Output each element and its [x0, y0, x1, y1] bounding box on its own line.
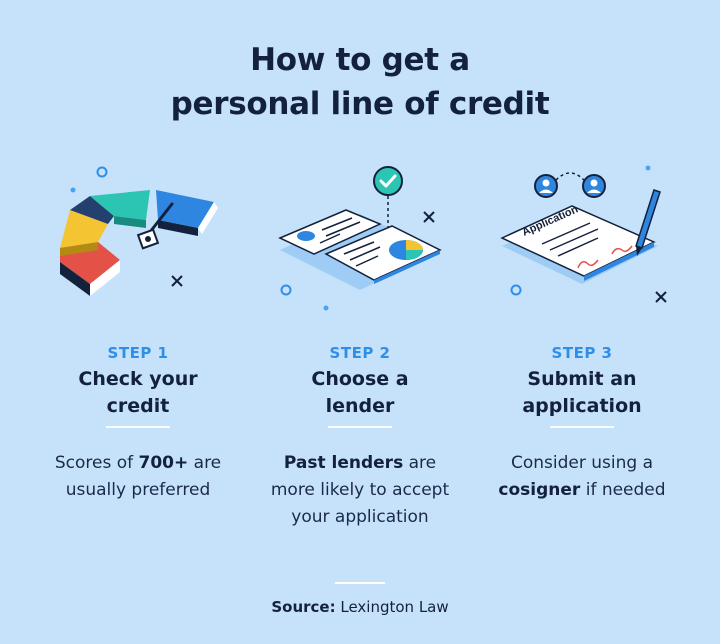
step-1-underline: [106, 426, 170, 428]
decorative-circle: [96, 166, 108, 178]
step-1-title: Check your credit: [78, 368, 198, 417]
step-3-title: Submit an application: [522, 368, 642, 417]
lender-documents-icon: [278, 166, 442, 311]
application-form-icon: Application: [500, 165, 667, 303]
step-2-label: STEP 2: [329, 344, 391, 362]
decorative-x: [423, 211, 435, 223]
step-2-underline: [328, 426, 392, 428]
title-line-2: personal line of credit: [170, 86, 550, 122]
step-3-column: Application STEP 3 Submit an application…: [462, 0, 702, 644]
step-1-column: STEP 1 Check your credit Scores of 700+ …: [18, 0, 258, 644]
title-line-1: How to get a: [250, 42, 470, 78]
step-2-column: STEP 2 Choose a lender Past lenders are …: [240, 0, 480, 644]
step-3-label: STEP 3: [551, 344, 613, 362]
check-badge-icon: [373, 166, 403, 230]
gauge-needle: [136, 202, 174, 250]
decorative-circle: [280, 284, 292, 296]
step-3-underline: [550, 426, 614, 428]
user-icon: [534, 174, 558, 198]
cosigner-icon: [582, 174, 606, 198]
source-credit: Source: Lexington Law: [0, 598, 720, 616]
decorative-x: [655, 291, 667, 303]
decorative-circle: [510, 284, 522, 296]
gauge-segments: [60, 190, 218, 296]
application-document: Application: [500, 203, 656, 281]
step-1-description: Scores of 700+ are usually preferred: [54, 453, 222, 500]
decorative-dot: [645, 165, 651, 171]
pen-icon: [635, 189, 661, 256]
decorative-dot: [323, 305, 329, 311]
decorative-x: [171, 275, 183, 287]
source-value: Lexington Law: [335, 598, 449, 616]
step-2-description: Past lenders are more likely to accept y…: [270, 453, 450, 527]
page-title: How to get a personal line of credit: [0, 38, 720, 126]
step-1-label: STEP 1: [107, 344, 169, 362]
step-2-title: Choose a lender: [311, 368, 409, 417]
decorative-dot: [70, 187, 76, 193]
step-3-description: Consider using a cosigner if needed: [498, 453, 666, 500]
document-back: [278, 209, 382, 255]
source-label: Source:: [271, 598, 336, 616]
document-front: [324, 225, 442, 284]
credit-gauge-icon: [60, 166, 218, 296]
source-divider: [335, 582, 385, 584]
